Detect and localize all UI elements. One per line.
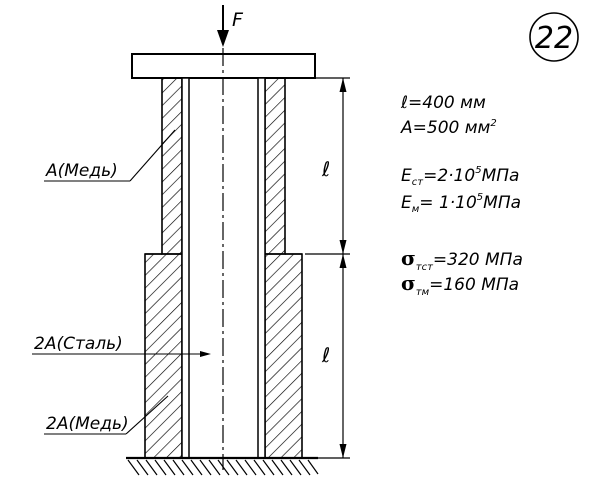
- param-area: A=500 мм2: [400, 118, 497, 138]
- label-copper-bottom: 2A(Медь): [46, 414, 129, 434]
- problem-number: 22: [535, 21, 573, 56]
- label-copper-top: A(Медь): [45, 161, 118, 181]
- leader-steel: 2A(Сталь): [32, 334, 211, 357]
- param-length: ℓ=400 мм: [400, 93, 486, 113]
- param-e-steel: Eст=2·105МПа: [401, 165, 519, 188]
- dimension-lower-label: ℓ: [321, 343, 330, 367]
- param-e-copper: Eм= 1·105МПа: [401, 192, 521, 215]
- label-steel: 2A(Сталь): [34, 334, 123, 354]
- dimension-upper-label: ℓ: [321, 157, 330, 181]
- leader-copper-top: A(Медь): [44, 129, 176, 182]
- param-sigma-copper: σтм=160 МПа: [401, 271, 519, 298]
- problem-number-badge: 22: [529, 12, 579, 62]
- force-label: F: [232, 9, 244, 31]
- parameters: ℓ=400 мм A=500 мм2 Eст=2·105МПа Eм= 1·10…: [400, 93, 523, 298]
- leader-copper-bottom: 2A(Медь): [44, 395, 169, 435]
- dimension-arrows: [339, 78, 347, 458]
- force-arrow: F: [217, 5, 244, 47]
- ground-support: [126, 456, 319, 476]
- param-sigma-steel: σтст=320 МПа: [401, 246, 523, 273]
